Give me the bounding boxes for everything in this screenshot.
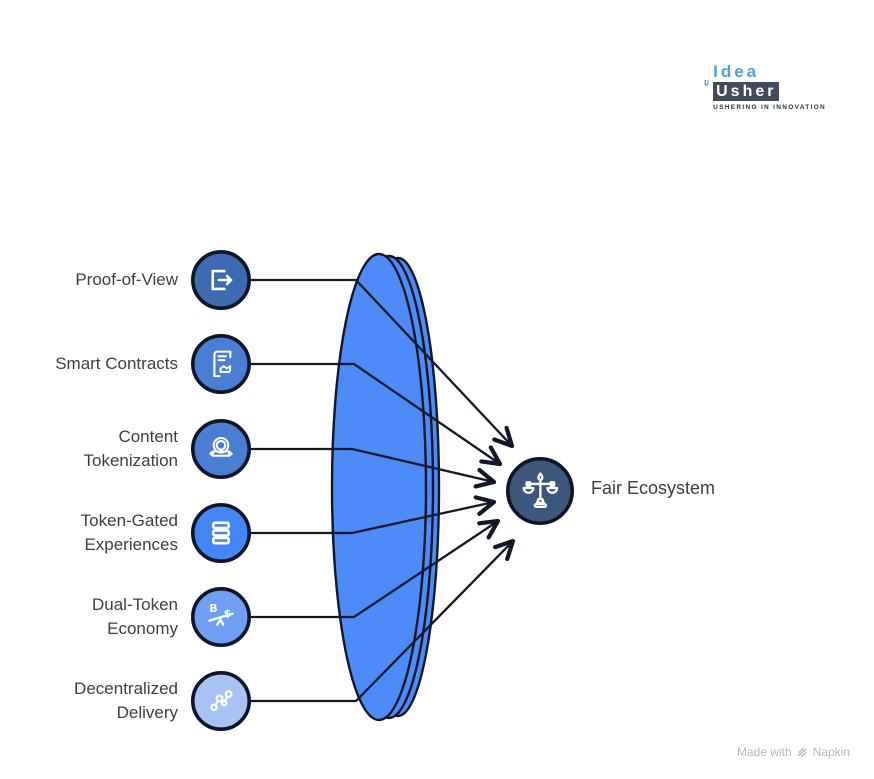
arrow-content-tokenization <box>251 447 497 489</box>
dollar-letter: $ <box>224 607 232 620</box>
exit-arrow-icon <box>190 249 252 311</box>
target-label-fair-ecosystem: Fair Ecosystem <box>591 478 716 498</box>
token-balance-icon: B $ <box>190 586 252 648</box>
idea-usher-monogram-icon <box>704 79 709 86</box>
node-label-token-gated: Token-Gated Experiences <box>80 511 178 554</box>
connector-arrows <box>251 278 516 703</box>
made-with-napkin-badge[interactable]: Made with Napkin <box>737 745 850 759</box>
node-label-dual-token: Dual-Token Economy <box>92 595 178 638</box>
arrow-smart-contracts <box>251 362 503 467</box>
logo-brand-top: Idea <box>713 62 760 81</box>
arrow-decentralized <box>251 538 516 703</box>
balance-scales-icon <box>505 456 575 526</box>
logo-brand-bottom: Usher <box>713 82 780 101</box>
stacked-layers-icon <box>190 502 252 564</box>
network-nodes-icon <box>190 670 252 732</box>
token-seal-icon <box>190 418 252 480</box>
idea-usher-logo: Idea Usher USHERING IN INNOVATION <box>704 55 826 111</box>
lens-front-ellipse <box>330 252 428 722</box>
napkin-brand-text: Napkin <box>812 745 850 759</box>
node-label-proof-of-view: Proof-of-View <box>75 270 178 289</box>
napkin-logo-icon <box>797 747 807 757</box>
arrow-dual-token <box>251 518 501 619</box>
node-label-smart-contracts: Smart Contracts <box>55 354 178 373</box>
funnel-lens <box>330 252 441 722</box>
arrow-proof-of-view <box>251 278 515 449</box>
node-label-decentralized: Decentralized Delivery <box>74 679 178 722</box>
logo-tagline: USHERING IN INNOVATION <box>713 104 826 111</box>
arrow-token-gated <box>251 495 497 535</box>
made-with-text: Made with <box>736 745 792 759</box>
bitcoin-letter: B <box>209 602 217 615</box>
node-label-content-tokenization: Content Tokenization <box>83 427 178 470</box>
contract-document-icon <box>190 333 252 395</box>
